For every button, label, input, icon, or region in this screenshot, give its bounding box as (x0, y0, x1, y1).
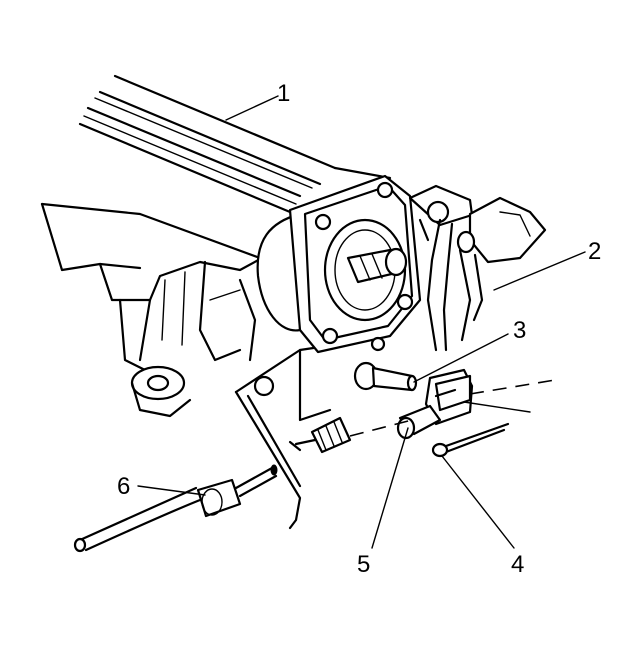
callout-3: 3 (513, 317, 526, 344)
callout-6: 6 (117, 473, 130, 500)
clevis-yoke (396, 368, 474, 440)
rail-beam (78, 74, 392, 214)
callout-5: 5 (357, 551, 370, 578)
cotter-pin (431, 422, 510, 458)
lever-arm (408, 184, 547, 352)
alignment-lines (349, 379, 556, 437)
callout-1: 1 (277, 80, 290, 107)
mounting-bracket (234, 336, 382, 530)
brake-cable (73, 464, 278, 553)
leader-lines (137, 95, 586, 549)
left-housing (40, 202, 264, 418)
callout-4: 4 (511, 551, 524, 578)
clevis-pin (353, 361, 418, 392)
callout-2: 2 (588, 238, 601, 265)
flange-housing (256, 174, 422, 354)
threaded-fitting (294, 416, 352, 454)
